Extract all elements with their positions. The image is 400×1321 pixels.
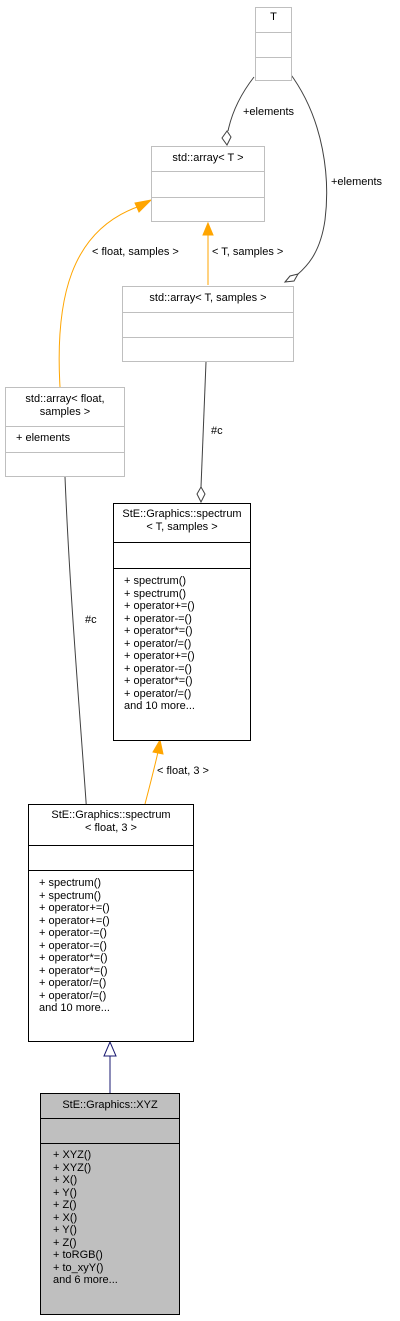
method-item: + spectrum(): [39, 889, 102, 902]
method-item: + operator+=(): [124, 600, 195, 612]
template-arrow: [152, 738, 164, 755]
separator: [152, 197, 264, 198]
inheritance-arrow: [103, 1040, 117, 1057]
method-list: + spectrum() + spectrum() + operator+=()…: [114, 575, 250, 713]
class-node-spectrum-float-3[interactable]: StE::Graphics::spectrum < float, 3 > + s…: [28, 804, 194, 1042]
composition-diamond: [283, 273, 300, 283]
method-item: + X(): [53, 1211, 78, 1224]
method-item: + spectrum(): [39, 877, 102, 889]
method-item: + to_xyY(): [53, 1261, 104, 1274]
edge-label-elements: +elements: [331, 176, 383, 188]
method-more: and 10 more...: [124, 700, 195, 712]
method-item: + spectrum(): [124, 575, 187, 587]
edge-array-float-to-spectrum-float-3: [64, 476, 88, 817]
separator: [6, 452, 124, 453]
class-node-t[interactable]: T: [255, 7, 292, 81]
edge-label-float-3: < float, 3 >: [157, 765, 209, 777]
separator: [41, 1118, 179, 1119]
method-item: + operator/=(): [39, 977, 107, 989]
method-item: + operator/=(): [124, 637, 192, 650]
method-item: + operator+=(): [124, 650, 195, 662]
method-item: + operator+=(): [39, 902, 110, 914]
class-title: StE::Graphics::XYZ: [62, 1099, 158, 1111]
method-item: + Y(): [53, 1186, 77, 1199]
edge-t-to-array-t-samples: [288, 71, 328, 276]
method-item: + operator+=(): [39, 914, 110, 927]
separator: [123, 337, 293, 338]
method-item: + operator-=(): [124, 662, 192, 675]
edge-spectrum-template-instance: [144, 751, 159, 805]
attribute-elements: + elements: [16, 432, 71, 444]
separator: [152, 171, 264, 172]
separator: [114, 568, 250, 569]
class-node-std-array-t-samples[interactable]: std::array< T, samples >: [122, 286, 294, 362]
template-arrow: [134, 199, 153, 213]
class-title: std::array< T, samples >: [149, 292, 267, 304]
separator: [256, 57, 291, 58]
class-title: StE::Graphics::spectrum < float, 3 >: [51, 809, 171, 834]
class-title: T: [270, 11, 277, 23]
method-item: + operator-=(): [39, 939, 107, 952]
method-item: + X(): [53, 1174, 78, 1186]
method-item: + operator*=(): [124, 675, 193, 687]
method-item: + spectrum(): [124, 587, 187, 600]
method-item: + operator/=(): [124, 687, 192, 700]
composition-diamond: [221, 130, 232, 146]
edge-t-to-array-t: [227, 76, 255, 132]
separator: [256, 32, 291, 33]
class-title: std::array< float, samples >: [25, 393, 105, 418]
method-item: + Z(): [53, 1199, 77, 1211]
separator: [6, 426, 124, 427]
edge-array-to-spectrum-t-samples: [200, 361, 207, 488]
class-title: std::array< T >: [172, 152, 244, 164]
method-item: + operator*=(): [124, 625, 193, 637]
method-item: + operator*=(): [39, 964, 108, 977]
attribute-list: + elements: [6, 432, 124, 445]
method-item: + Z(): [53, 1236, 77, 1249]
class-title: StE::Graphics::spectrum < T, samples >: [122, 508, 242, 533]
class-node-spectrum-t-samples[interactable]: StE::Graphics::spectrum < T, samples > +…: [113, 503, 251, 741]
separator: [123, 312, 293, 313]
edge-float-samples-to-array-t: [58, 205, 141, 388]
method-item: + operator*=(): [39, 952, 108, 964]
method-list: + XYZ() + XYZ() + X() + Y() + Z() + X() …: [41, 1149, 179, 1287]
separator: [41, 1143, 179, 1144]
method-list: + spectrum() + spectrum() + operator+=()…: [29, 877, 193, 1015]
separator: [29, 845, 193, 846]
composition-diamond: [196, 485, 206, 504]
method-item: + XYZ(): [53, 1161, 92, 1174]
edge-label-float-samples: < float, samples >: [92, 246, 179, 258]
edge-label-c: #c: [211, 425, 223, 437]
class-node-std-array-t[interactable]: std::array< T >: [151, 146, 265, 222]
class-node-xyz[interactable]: StE::Graphics::XYZ + XYZ() + XYZ() + X()…: [40, 1093, 180, 1315]
edge-label-c: #c: [85, 614, 97, 626]
class-node-std-array-float-samples[interactable]: std::array< float, samples > + elements: [5, 387, 125, 477]
method-item: + operator/=(): [39, 989, 107, 1002]
method-item: + toRGB(): [53, 1249, 103, 1261]
separator: [29, 870, 193, 871]
method-item: + operator-=(): [39, 927, 107, 939]
separator: [114, 542, 250, 543]
method-item: + XYZ(): [53, 1149, 92, 1161]
method-item: + Y(): [53, 1224, 77, 1236]
method-item: + operator-=(): [124, 612, 192, 625]
edge-label-elements: +elements: [243, 106, 295, 118]
edge-label-t-samples: < T, samples >: [212, 246, 284, 258]
template-arrow: [202, 221, 214, 236]
method-more: and 10 more...: [39, 1002, 110, 1014]
method-more: and 6 more...: [53, 1274, 118, 1286]
